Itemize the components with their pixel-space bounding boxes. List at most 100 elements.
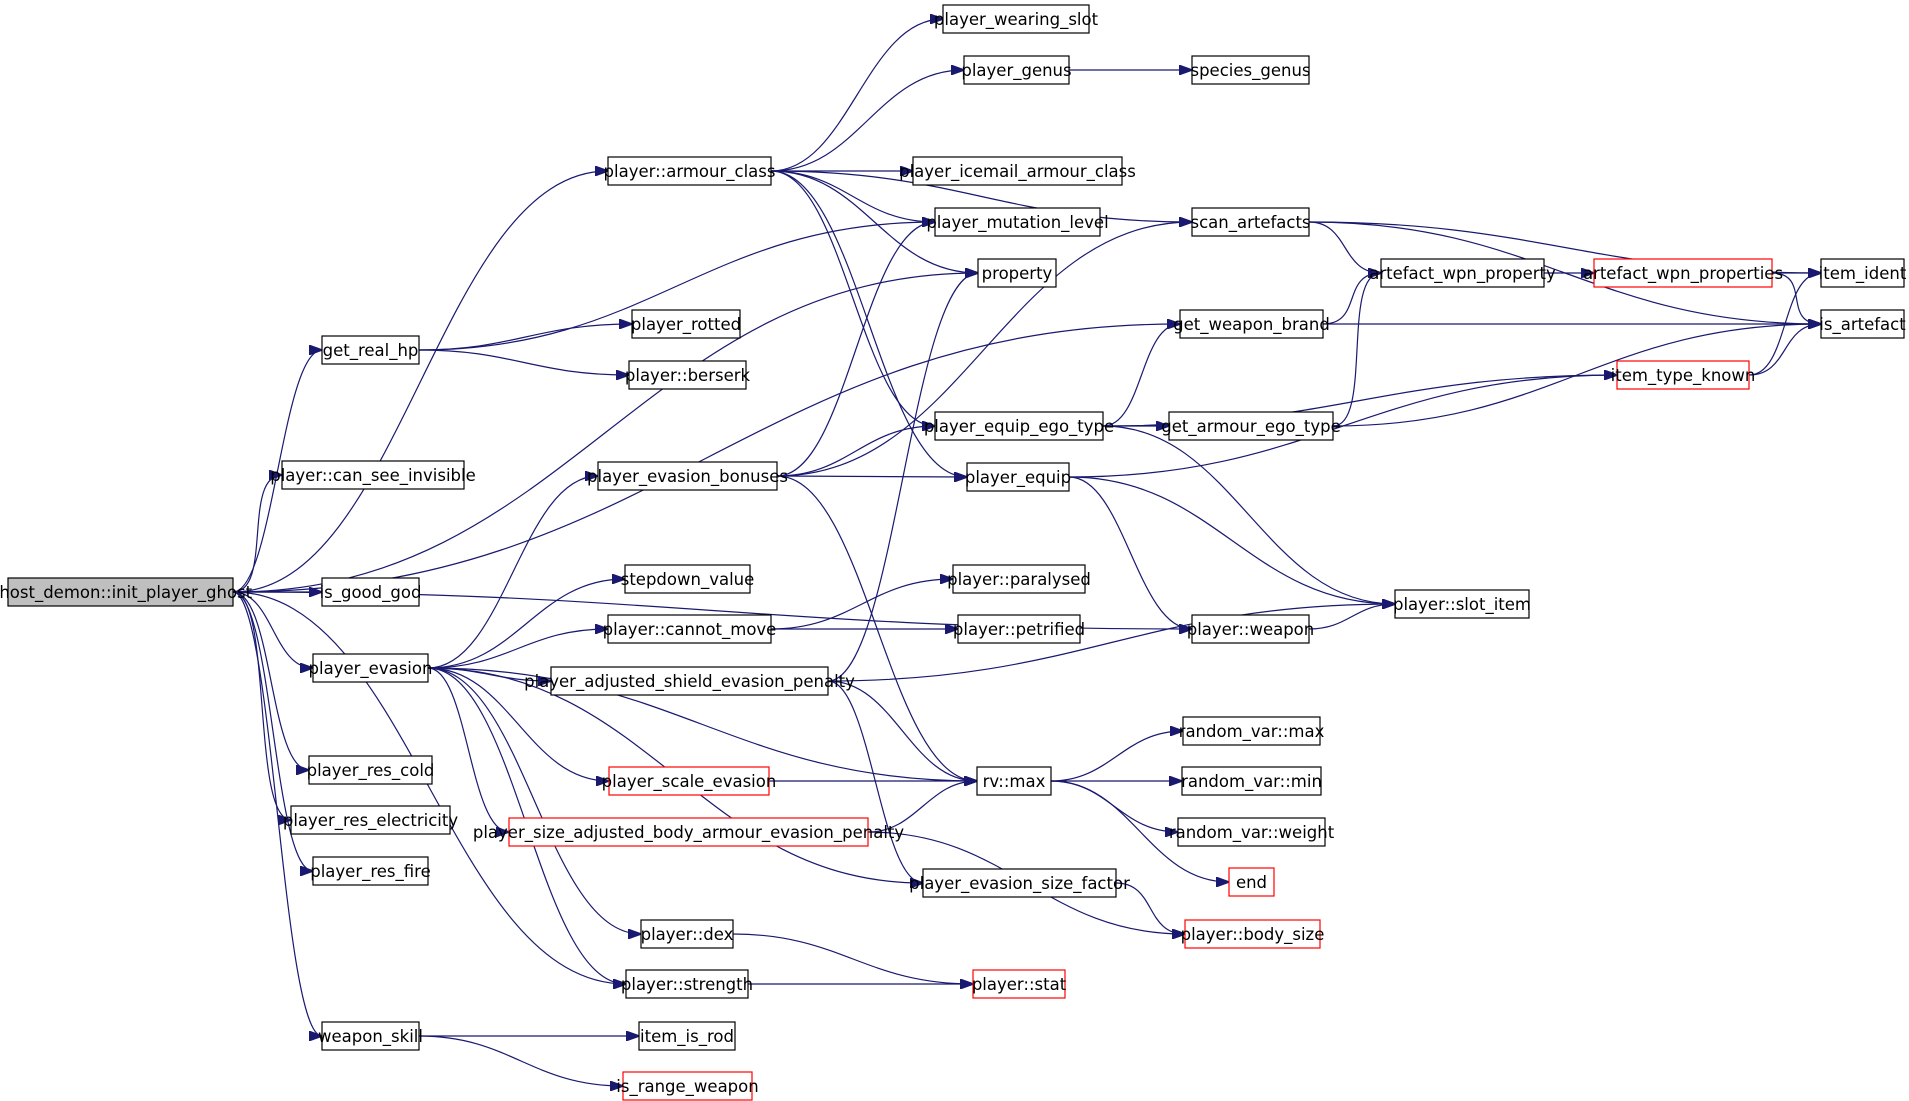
edge-armour_class-to-equip_ego <box>770 170 935 426</box>
edge-dex-to-stat <box>732 933 973 984</box>
node-rotted[interactable]: player_rotted <box>631 309 741 339</box>
edge-equip_ego-to-weapon_brand <box>1102 324 1180 427</box>
node-wearing-slot[interactable]: player_wearing_slot <box>934 4 1099 34</box>
node-dex[interactable]: player::dex <box>640 919 734 949</box>
node-label: random_var::weight <box>1169 823 1335 843</box>
node-label: artefact_wpn_property <box>1369 264 1556 284</box>
node-label: player::can_see_invisible <box>270 466 476 486</box>
node-label: player_equip <box>965 468 1071 488</box>
node-paralysed[interactable]: player::paralysed <box>947 564 1091 594</box>
node-init[interactable]: ghost_demon::init_player_ghost <box>0 577 253 607</box>
node-end[interactable]: end <box>1228 867 1275 897</box>
node-stat[interactable]: player::stat <box>972 969 1067 999</box>
node-scale-evasion[interactable]: player_scale_evasion <box>602 766 777 796</box>
node-cannot-move[interactable]: player::cannot_move <box>603 614 777 644</box>
edge-weapon-to-slot_item <box>1308 604 1395 630</box>
node-label: player::armour_class <box>604 162 776 182</box>
node-box <box>1820 309 1905 339</box>
node-is-artefact[interactable]: is_artefact <box>1819 309 1906 339</box>
node-label: player::berserk <box>625 366 751 385</box>
node-armour-ego[interactable]: get_armour_ego_type <box>1161 411 1341 441</box>
node-res-fire[interactable]: player_res_fire <box>310 856 431 886</box>
node-armour-class[interactable]: player::armour_class <box>604 156 776 186</box>
node-shield-penalty[interactable]: player_adjusted_shield_evasion_penalty <box>524 666 855 696</box>
node-label: player_evasion_size_factor <box>909 874 1130 894</box>
node-label: player::strength <box>621 975 753 994</box>
edge-evasion-to-evasion_bonuses <box>427 476 598 669</box>
node-weapon-skill[interactable]: weapon_skill <box>318 1021 423 1051</box>
node-label: player_res_electricity <box>283 811 458 831</box>
node-body-size[interactable]: player::body_size <box>1181 919 1325 949</box>
node-equip[interactable]: player_equip <box>965 462 1071 492</box>
edge-equip-to-slot_item <box>1068 476 1395 604</box>
node-label: ghost_demon::init_player_ghost <box>0 583 253 603</box>
node-box <box>550 666 829 696</box>
node-label: item_type_known <box>1611 366 1756 386</box>
node-rv-min[interactable]: random_var::min <box>1181 766 1322 796</box>
node-icemail[interactable]: player_icemail_armour_class <box>899 156 1136 186</box>
node-box <box>622 1071 753 1101</box>
node-label: player_genus <box>961 61 1071 81</box>
edge-rv_max-to-rv_max_var <box>1050 731 1183 782</box>
edge-evasion-to-body_armour_penalty <box>427 667 509 832</box>
node-size-factor[interactable]: player_evasion_size_factor <box>909 868 1130 898</box>
node-label: player_equip_ego_type <box>924 417 1114 437</box>
edge-armour_ego-to-wpn_property <box>1332 273 1381 427</box>
node-see-invis[interactable]: player::can_see_invisible <box>270 460 476 490</box>
node-box <box>638 1021 736 1051</box>
node-label: player_res_cold <box>307 761 435 781</box>
node-item-ident[interactable]: item_ident <box>1819 258 1907 288</box>
edge-init-to-see_invis <box>232 475 282 593</box>
node-wpn-property[interactable]: artefact_wpn_property <box>1369 258 1556 288</box>
node-label: player_wearing_slot <box>934 10 1099 30</box>
node-genus[interactable]: player_genus <box>961 55 1072 85</box>
node-evasion[interactable]: player_evasion <box>309 653 433 683</box>
node-label: player_adjusted_shield_evasion_penalty <box>524 672 855 692</box>
node-species-genus[interactable]: species_genus <box>1190 55 1311 85</box>
node-berserk[interactable]: player::berserk <box>625 360 751 390</box>
node-box <box>508 817 869 847</box>
node-evasion-bonuses[interactable]: player_evasion_bonuses <box>587 461 788 491</box>
node-res-cold[interactable]: player_res_cold <box>307 755 435 785</box>
node-body-armour-penalty[interactable]: player_size_adjusted_body_armour_evasion… <box>473 817 905 847</box>
node-box <box>607 614 772 644</box>
node-box <box>1177 817 1326 847</box>
node-type-known[interactable]: item_type_known <box>1611 360 1756 390</box>
node-rv-weight[interactable]: random_var::weight <box>1169 817 1335 847</box>
node-label: property <box>982 264 1053 283</box>
edge-type_known-to-is_artefact <box>1748 324 1821 376</box>
node-rv-max-var[interactable]: random_var::max <box>1179 716 1325 746</box>
node-rv-max[interactable]: rv::max <box>976 766 1052 796</box>
node-box <box>1380 258 1545 288</box>
edge-armour_ego-to-is_artefact <box>1332 324 1821 427</box>
node-box <box>1181 766 1322 796</box>
node-scan-artefacts[interactable]: scan_artefacts <box>1190 207 1311 237</box>
node-petrified[interactable]: player::petrified <box>953 614 1085 644</box>
node-get-real-hp[interactable]: get_real_hp <box>321 335 420 365</box>
node-weapon-brand[interactable]: get_weapon_brand <box>1173 309 1330 339</box>
node-equip-ego[interactable]: player_equip_ego_type <box>924 411 1114 441</box>
node-slot-item[interactable]: player::slot_item <box>1393 589 1531 619</box>
node-box <box>308 755 433 785</box>
node-label: player::stat <box>972 975 1067 994</box>
node-range-weapon[interactable]: is_range_weapon <box>616 1071 759 1101</box>
node-label: player::paralysed <box>947 570 1091 589</box>
node-good-god[interactable]: is_good_god <box>320 577 422 607</box>
node-strength[interactable]: player::strength <box>621 969 753 999</box>
node-stepdown[interactable]: stepdown_value <box>621 564 755 594</box>
node-property[interactable]: property <box>977 258 1057 288</box>
node-box <box>625 969 749 999</box>
node-is-rod[interactable]: item_is_rod <box>638 1021 736 1051</box>
node-box <box>1820 258 1905 288</box>
node-weapon[interactable]: player::weapon <box>1187 614 1314 644</box>
edge-init-to-property <box>232 273 978 593</box>
node-res-elec[interactable]: player_res_electricity <box>283 805 458 835</box>
node-wpn-properties[interactable]: artefact_wpn_properties <box>1583 258 1783 288</box>
edge-init-to-res_elec <box>232 591 291 820</box>
edge-get_real_hp-to-berserk <box>418 349 629 375</box>
node-box <box>952 564 1086 594</box>
edge-armour_class-to-property <box>770 170 978 273</box>
edge-evasion-to-cannot_move <box>427 629 608 669</box>
node-mutation[interactable]: player_mutation_level <box>926 207 1109 237</box>
